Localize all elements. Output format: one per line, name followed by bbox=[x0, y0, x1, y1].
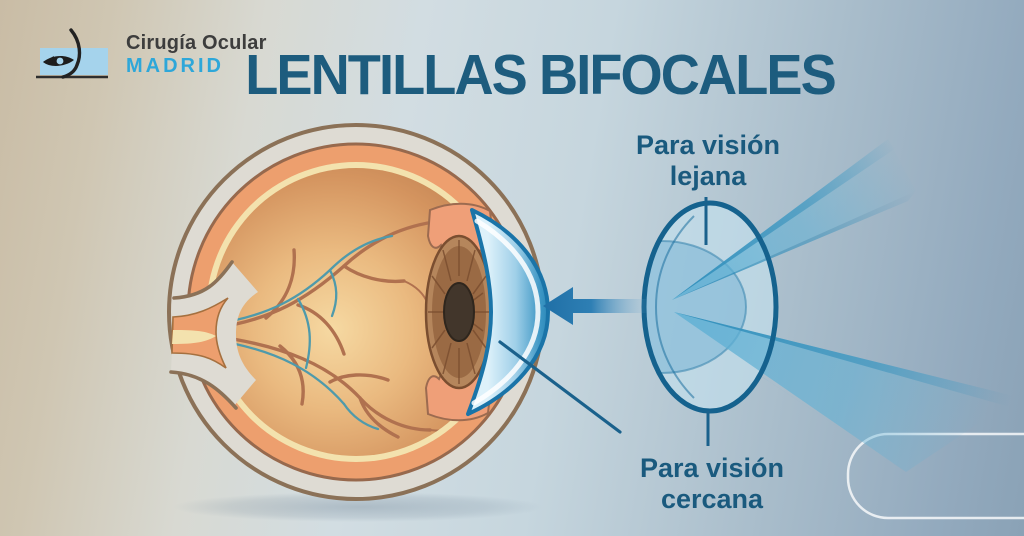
bifocal-contact-lens bbox=[641, 139, 1018, 472]
label-near-vision-line1: Para visión bbox=[639, 453, 785, 483]
brand-text: Cirugía Ocular MADRID bbox=[126, 33, 267, 77]
far-vision-beam bbox=[672, 139, 916, 300]
label-near-vision: Para visión cercana bbox=[612, 453, 812, 515]
near-vision-zone bbox=[646, 240, 747, 374]
eye-cross-section bbox=[167, 123, 622, 522]
eye-logo-icon bbox=[36, 28, 108, 79]
label-far-vision: Para visión lejana bbox=[608, 130, 808, 192]
label-near-vision-line2: cercana bbox=[660, 484, 764, 514]
near-vision-beam bbox=[674, 312, 1018, 472]
brand-city: MADRID bbox=[126, 55, 224, 77]
cornea-leader-line bbox=[498, 340, 622, 434]
pupil bbox=[443, 282, 475, 342]
lens-inner-edge bbox=[654, 215, 695, 399]
label-far-vision-line1: Para visión bbox=[635, 130, 781, 160]
optic-nerve bbox=[169, 260, 258, 410]
decorative-rounded-rect bbox=[846, 432, 1024, 520]
eye-shadow bbox=[173, 492, 543, 522]
brand-logo: Cirugía Ocular MADRID bbox=[34, 26, 267, 84]
page-title: LENTILLAS BIFOCALES bbox=[245, 43, 837, 107]
direction-arrow-icon bbox=[543, 287, 650, 325]
brand-name: Cirugía Ocular bbox=[126, 32, 267, 54]
label-far-vision-line2: lejana bbox=[669, 161, 747, 191]
cornea-highlight bbox=[471, 218, 541, 406]
